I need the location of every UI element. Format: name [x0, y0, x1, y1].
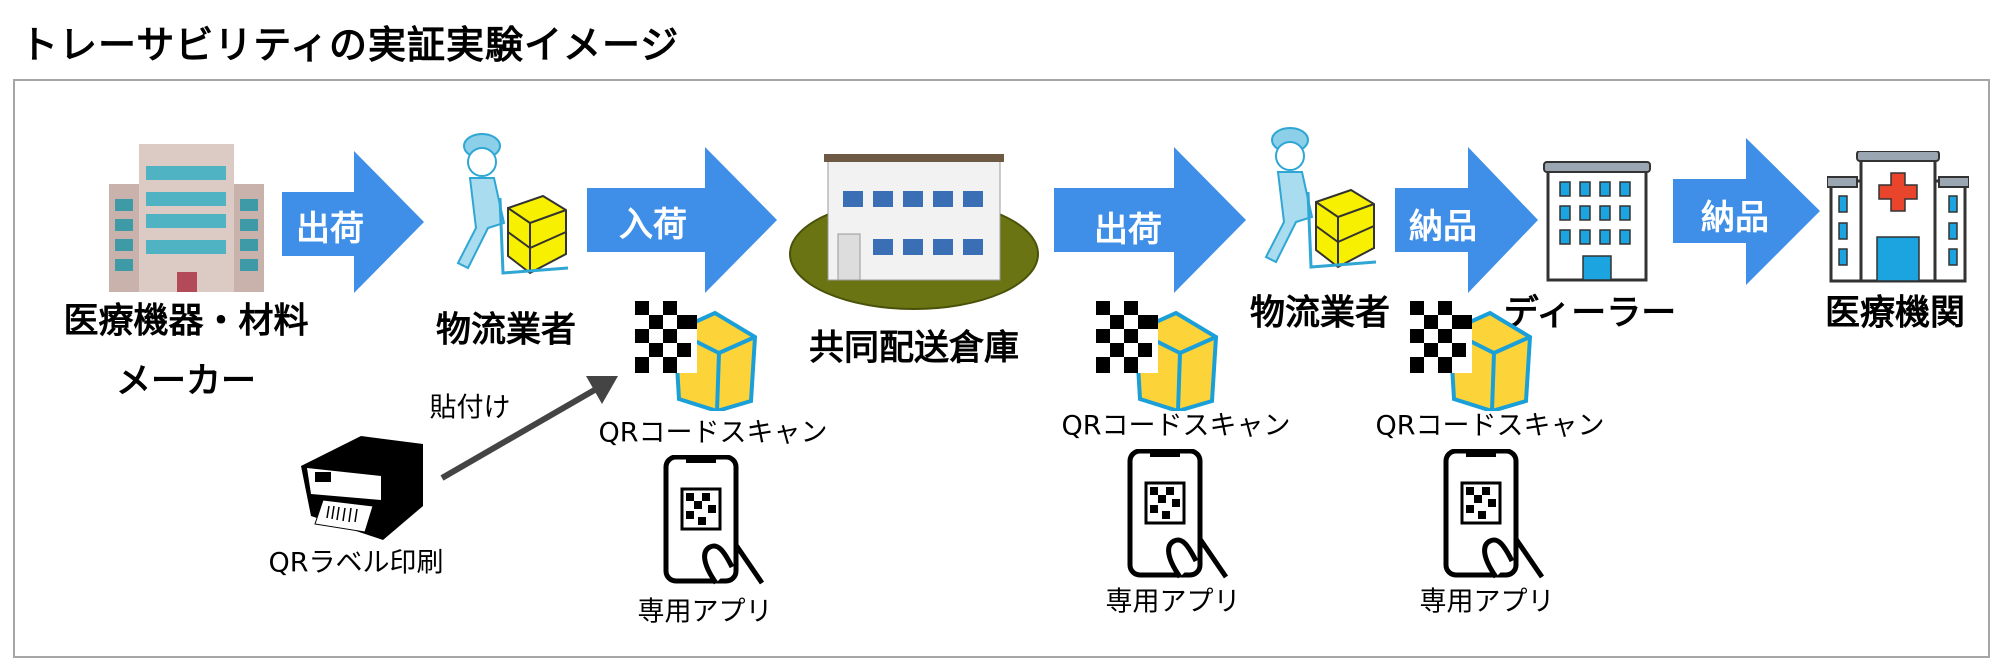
page-title: トレーサビリティの実証実験イメージ [20, 23, 680, 67]
smartphone-qr-icon [1126, 448, 1236, 583]
carrier-label-2: 物流業者 [1249, 293, 1391, 334]
arrow-delivery-1: 納品 [1395, 147, 1538, 293]
diagram-frame [13, 79, 1990, 658]
qr-package-icon [1096, 301, 1219, 415]
delivery-worker-icon [456, 133, 568, 275]
arrow-label: 納品 [1409, 207, 1477, 247]
maker-label: 医療機器・材料 メーカー [63, 293, 308, 412]
smartphone-qr-icon [1442, 448, 1552, 583]
arrow-receiving: 入荷 [587, 147, 777, 293]
delivery-worker-icon [1264, 127, 1376, 269]
qr-package-icon [1410, 301, 1533, 415]
qr-label-print-label: QRラベル印刷 [268, 547, 444, 579]
arrow-shipping-2: 出荷 [1054, 147, 1246, 293]
arrow-label: 納品 [1701, 198, 1769, 238]
factory-icon [109, 144, 264, 292]
qr-scan-label: QRコードスキャン [1061, 410, 1291, 442]
app-label: 専用アプリ [1105, 586, 1241, 618]
arrow-delivery-2: 納品 [1673, 138, 1820, 285]
app-label: 専用アプリ [1419, 586, 1555, 618]
smartphone-qr-icon [662, 454, 772, 589]
hospital-label: 医療機関 [1824, 293, 1966, 334]
qr-scan-label: QRコードスキャン [598, 417, 828, 449]
maker-label-line1: 医療機器・材料 [63, 301, 309, 342]
hospital-icon [1827, 151, 1969, 283]
label-printer-icon [301, 436, 423, 540]
maker-label-line2: メーカー [115, 361, 257, 401]
app-label: 専用アプリ [637, 596, 773, 628]
arrow-label: 出荷 [1094, 210, 1162, 250]
warehouse-label: 共同配送倉庫 [808, 328, 1020, 369]
attach-arrow [440, 376, 618, 481]
warehouse-icon [789, 154, 1039, 310]
arrow-label: 出荷 [296, 209, 364, 249]
qr-package-icon [635, 301, 758, 415]
arrow-shipping-1: 出荷 [282, 151, 424, 293]
arrow-label: 入荷 [619, 205, 687, 245]
attach-label: 貼付け [429, 392, 511, 424]
dealer-label: ディーラー [1503, 293, 1677, 334]
carrier-label-1: 物流業者 [435, 310, 577, 351]
qr-scan-label: QRコードスキャン [1375, 410, 1605, 442]
dealer-building-icon [1543, 161, 1651, 282]
